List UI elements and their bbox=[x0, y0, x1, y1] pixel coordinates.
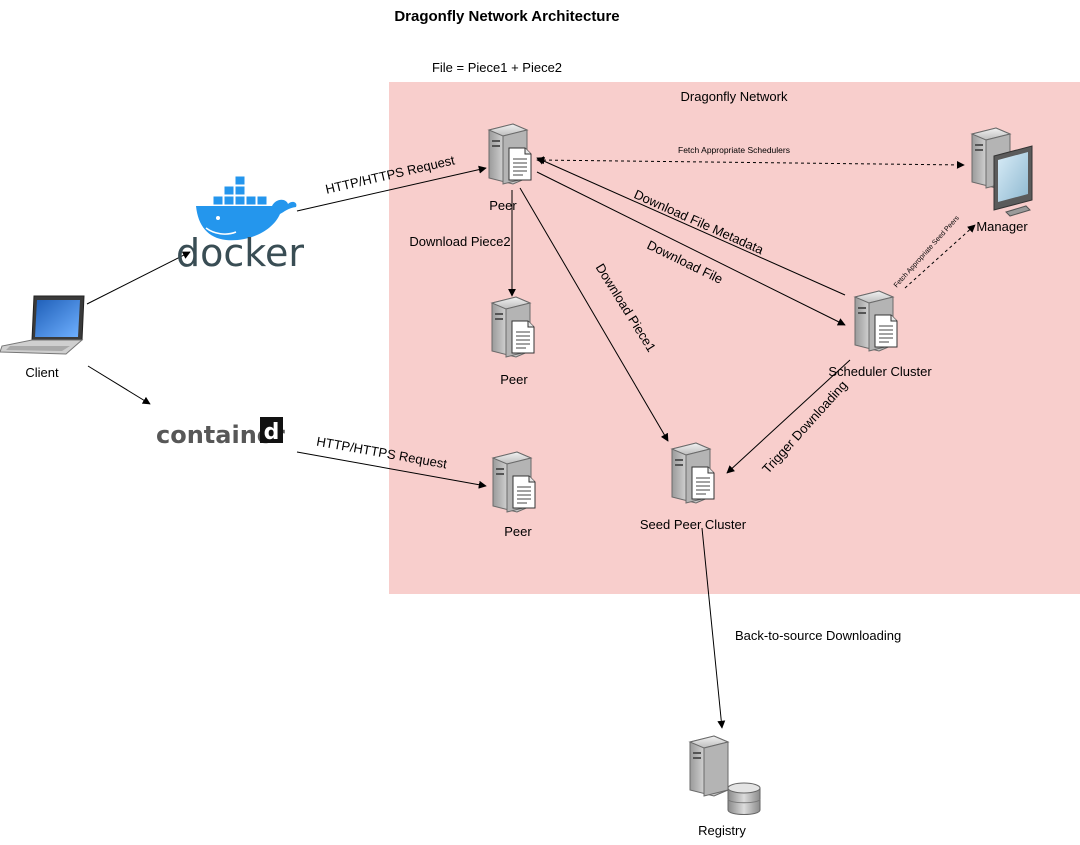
seed-peer-label: Seed Peer Cluster bbox=[640, 517, 747, 532]
edge-download-piece1 bbox=[519, 187, 669, 442]
peer-server-icon bbox=[489, 124, 531, 184]
docker-logo: docker bbox=[176, 175, 304, 275]
edge-trigger-downloading bbox=[726, 359, 851, 474]
edge-client-docker bbox=[86, 251, 191, 305]
edge-download-metadata bbox=[536, 157, 846, 296]
network-label: Dragonfly Network bbox=[681, 89, 788, 104]
edge-containerd-peer bbox=[296, 451, 487, 489]
client-label: Client bbox=[25, 365, 59, 380]
diagram-title: Dragonfly Network Architecture bbox=[394, 8, 619, 25]
docker-wordmark: docker bbox=[176, 231, 304, 275]
edge-download-file bbox=[536, 171, 846, 326]
containerd-logo: container d bbox=[156, 417, 285, 449]
label-back-to-source: Back-to-source Downloading bbox=[735, 628, 901, 643]
edges bbox=[86, 156, 976, 729]
peer-label: Peer bbox=[500, 372, 528, 387]
file-note: File = Piece1 + Piece2 bbox=[432, 60, 562, 75]
peer-server-icon bbox=[492, 297, 534, 357]
label-download-piece2: Download Piece2 bbox=[409, 234, 510, 249]
edge-back-to-source bbox=[701, 527, 726, 729]
peer-label: Peer bbox=[504, 524, 532, 539]
edge-docker-peer bbox=[296, 165, 487, 212]
peer-server-icon bbox=[493, 452, 535, 512]
containerd-badge-letter: d bbox=[264, 420, 280, 445]
docker-whale-icon bbox=[196, 175, 297, 241]
registry-label: Registry bbox=[698, 823, 746, 838]
edge-fetch-schedulers bbox=[536, 156, 965, 169]
seed-peer-server-icon bbox=[672, 443, 714, 503]
peer-label: Peer bbox=[489, 198, 517, 213]
manager-label: Manager bbox=[976, 219, 1028, 234]
edge-client-containerd bbox=[87, 365, 151, 405]
scheduler-server-icon bbox=[855, 291, 897, 351]
client-laptop-icon bbox=[0, 295, 85, 355]
edge-fetch-seed-peers bbox=[904, 224, 976, 289]
containerd-badge bbox=[260, 417, 283, 443]
registry-server-icon bbox=[689, 735, 761, 815]
label-fetch-schedulers: Fetch Appropriate Schedulers bbox=[678, 145, 790, 155]
scheduler-label: Scheduler Cluster bbox=[828, 364, 932, 379]
manager-workstation-icon bbox=[971, 127, 1033, 217]
